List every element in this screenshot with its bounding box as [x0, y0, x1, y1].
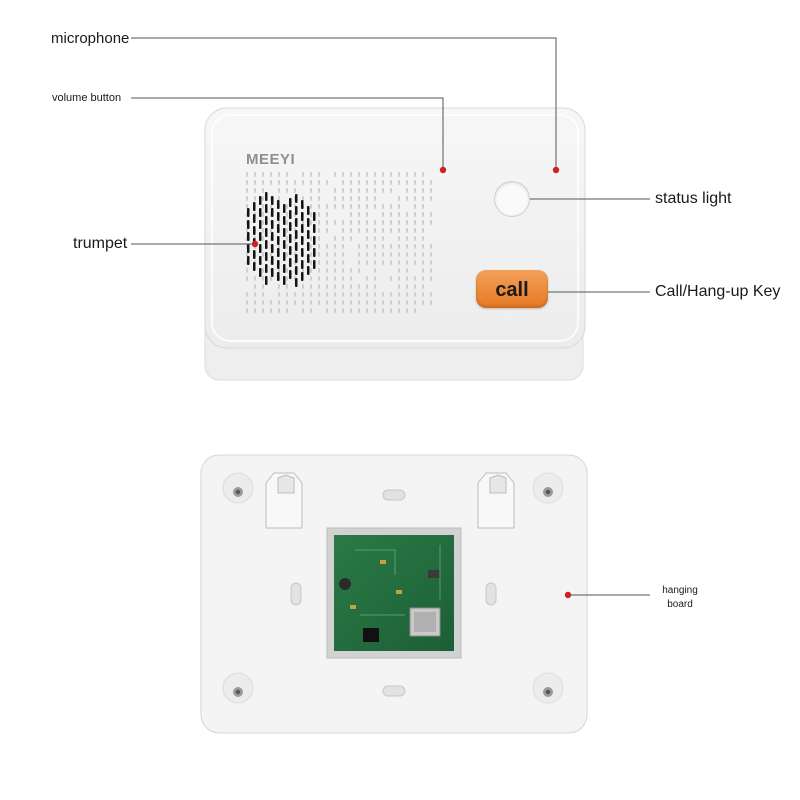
- microphone-label: microphone: [51, 31, 129, 46]
- trumpet-label: trumpet: [73, 236, 127, 252]
- hanging-board-label: hanging board: [655, 584, 705, 612]
- back-device: [201, 455, 587, 733]
- volume-button-dot: [440, 167, 446, 173]
- call-hangup-button[interactable]: call: [476, 270, 548, 308]
- volume-button-label: volume button: [52, 93, 121, 104]
- hanging-board-dot: [565, 592, 571, 598]
- microphone-dot: [553, 167, 559, 173]
- status-light-label: status light: [655, 191, 731, 207]
- front-device: [205, 108, 585, 380]
- hanging-board-label-line1: hanging: [655, 584, 705, 598]
- status-light: [494, 181, 530, 217]
- trumpet-dot: [252, 241, 258, 247]
- call-hangup-key-label: Call/Hang-up Key: [655, 284, 780, 300]
- brand-logo: MEEYI: [246, 151, 295, 168]
- hanging-board-label-line2: board: [655, 598, 705, 612]
